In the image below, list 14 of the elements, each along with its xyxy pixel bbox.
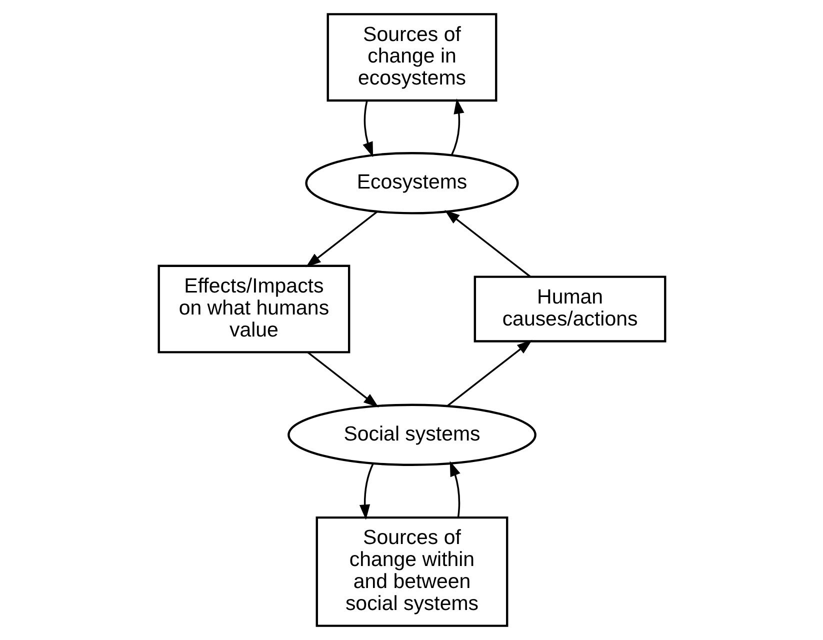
- node-box: Sources of change within and between social systems: [315, 516, 508, 627]
- arrow: [450, 98, 464, 156]
- node-box: Effects/Impacts on what humans value: [157, 264, 350, 354]
- node-ellipse: Ecosystems: [304, 152, 518, 214]
- node-ellipse: Social systems: [287, 404, 536, 466]
- node-box: Human causes/actions: [473, 276, 666, 342]
- arrow: [446, 340, 532, 406]
- arrow: [444, 210, 530, 278]
- arrow: [306, 352, 378, 408]
- arrow: [362, 100, 373, 158]
- arrow: [449, 460, 460, 518]
- node-box: Sources of change in ecosystems: [326, 13, 497, 102]
- arrow: [305, 210, 378, 268]
- arrow: [358, 463, 374, 520]
